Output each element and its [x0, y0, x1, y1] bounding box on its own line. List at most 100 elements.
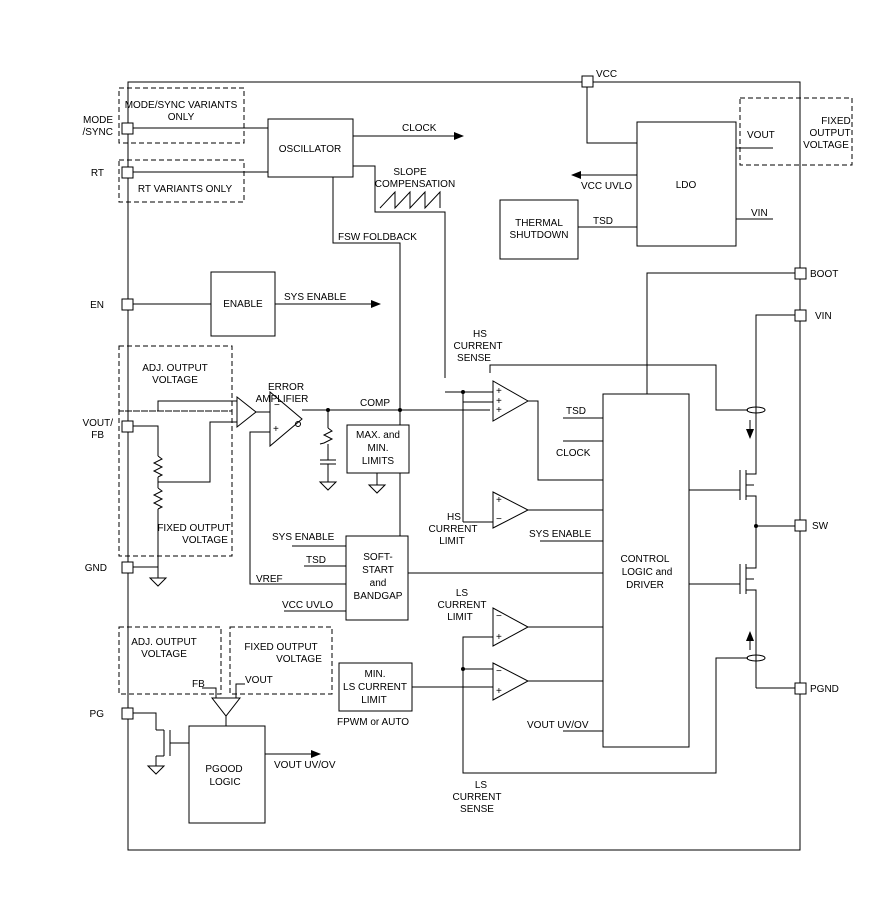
variant-regions [118, 87, 853, 695]
hs-sense-wire [489, 364, 748, 411]
ls-sense-label-1: LS [475, 780, 488, 791]
fixed-output-bottom-1: FIXED OUTPUT [244, 642, 317, 653]
ls-sense-coil [746, 654, 766, 662]
adj-output-top-1: ADJ. OUTPUT [142, 363, 208, 374]
min-ls-label-2: LS CURRENT [343, 682, 407, 693]
fixed-output-left-2: VOLTAGE [182, 535, 228, 546]
mode-sync-note-2: ONLY [168, 112, 195, 123]
fixed-output-left-region [118, 410, 233, 557]
pin-label-en: EN [90, 300, 104, 311]
boot-wire [646, 272, 795, 394]
svg-text:−: − [496, 666, 502, 677]
hs-limit-label-3: LIMIT [439, 536, 465, 547]
soft-start-block [345, 535, 409, 621]
svg-text:+: + [496, 386, 502, 397]
comp-label: COMP [360, 398, 390, 409]
pin-label-vout: VOUT/ [82, 418, 113, 429]
pin-boot [794, 267, 807, 280]
control-label-2: LOGIC and [622, 567, 673, 578]
fsw-foldback-wire [332, 177, 401, 536]
ldo-block [636, 121, 737, 247]
mode-sync-note-1: MODE/SYNC VARIANTS [125, 100, 238, 111]
svg-text:−: − [496, 514, 502, 525]
slope-label-2: COMPENSATION [375, 179, 455, 190]
fixed-output-right-1: FIXED [821, 116, 850, 127]
pin-label-sync: /SYNC [82, 127, 113, 138]
pin-sw [794, 519, 807, 532]
enable-label: ENABLE [223, 299, 263, 310]
svg-text:+: + [496, 632, 502, 643]
fb-buffer [236, 395, 257, 429]
hs-limit-label-1: HS [447, 512, 461, 523]
control-label-3: DRIVER [626, 580, 664, 591]
adj-output-bottom-2: VOLTAGE [141, 649, 187, 660]
fb-resistor-bottom [152, 487, 164, 510]
pg-comparator [210, 697, 242, 717]
divider-tap-wire [158, 421, 237, 483]
pin-label-boot: BOOT [810, 269, 838, 280]
comp-resistor [319, 427, 334, 445]
pin-label-gnd: GND [85, 563, 107, 574]
thermal-shutdown-block [499, 199, 579, 260]
rt-variant-region [118, 159, 245, 203]
pgood-label-2: LOGIC [209, 777, 240, 788]
hs-limit-comparator [492, 491, 530, 529]
svg-text:+: + [496, 686, 502, 697]
control-logic-block [602, 393, 690, 748]
pg-vout-uvov-label: VOUT UV/OV [274, 760, 336, 771]
fixed-output-ldo-region [739, 97, 853, 166]
pin-vin [794, 309, 807, 322]
softstart-label-1: SOFT- [363, 552, 392, 563]
adj-output-top-2: VOLTAGE [152, 375, 198, 386]
hs-mosfet [689, 470, 757, 526]
maxmin-label-3: LIMITS [362, 456, 395, 467]
min-ls-label-3: LIMIT [361, 695, 387, 706]
maxmin-label-2: MIN. [367, 443, 388, 454]
left-pins [121, 122, 134, 720]
oscillator-block [267, 118, 354, 178]
ss-vcc-uvlo-label: VCC UVLO [282, 600, 333, 611]
sawtooth-symbol [379, 190, 441, 210]
pin-pg [121, 707, 134, 720]
pin-rt [121, 166, 134, 179]
svg-text:−: − [274, 400, 280, 411]
pgood-label-1: PGOOD [205, 764, 242, 775]
pin-label-pg: PG [90, 709, 105, 720]
ss-sys-enable-label: SYS ENABLE [272, 532, 335, 543]
softstart-label-3: and [370, 578, 387, 589]
ls-sense-wire [462, 636, 748, 774]
hs-sense-to-control [528, 400, 603, 481]
pin-label-fb: FB [91, 430, 104, 441]
min-ls-label-1: MIN. [364, 669, 385, 680]
ground-symbol-fb [148, 577, 168, 587]
ss-tsd-label: TSD [306, 555, 326, 566]
hs-sense-comparator [492, 380, 530, 422]
svg-text:+: + [273, 424, 279, 435]
hs-sense-label-1: HS [473, 329, 487, 340]
softstart-label-4: BANDGAP [354, 591, 403, 602]
ldo-vout-label: VOUT [747, 130, 775, 141]
fixed-output-right-3: VOLTAGE [803, 140, 849, 151]
pin-label-mode: MODE [83, 115, 113, 126]
ls-limit-label-2: CURRENT [438, 600, 487, 611]
ic-outline [127, 81, 801, 851]
vref-label: VREF [256, 574, 283, 585]
ctrl-tsd-label: TSD [566, 406, 586, 417]
slope-comp-wire [353, 165, 446, 378]
hs-sense-coil [746, 406, 766, 414]
fixed-output-right-2: OUTPUT [809, 128, 850, 139]
fpwm-auto-label: FPWM or AUTO [337, 717, 409, 728]
ground-symbol-limits [367, 484, 387, 494]
ldo-label: LDO [676, 180, 697, 191]
adj-output-bottom-region [118, 626, 222, 695]
svg-text:+: + [496, 396, 502, 407]
pin-label-vin: VIN [815, 311, 832, 322]
vcc-uvlo-label: VCC UVLO [581, 181, 632, 192]
max-min-limits-block [346, 424, 410, 474]
pin-label-sw: SW [812, 521, 829, 532]
mode-sync-variant-region [118, 87, 245, 144]
ls-sense-label-3: SENSE [460, 804, 494, 815]
ls-limit-label-1: LS [456, 588, 469, 599]
pin-pgnd [794, 682, 807, 695]
